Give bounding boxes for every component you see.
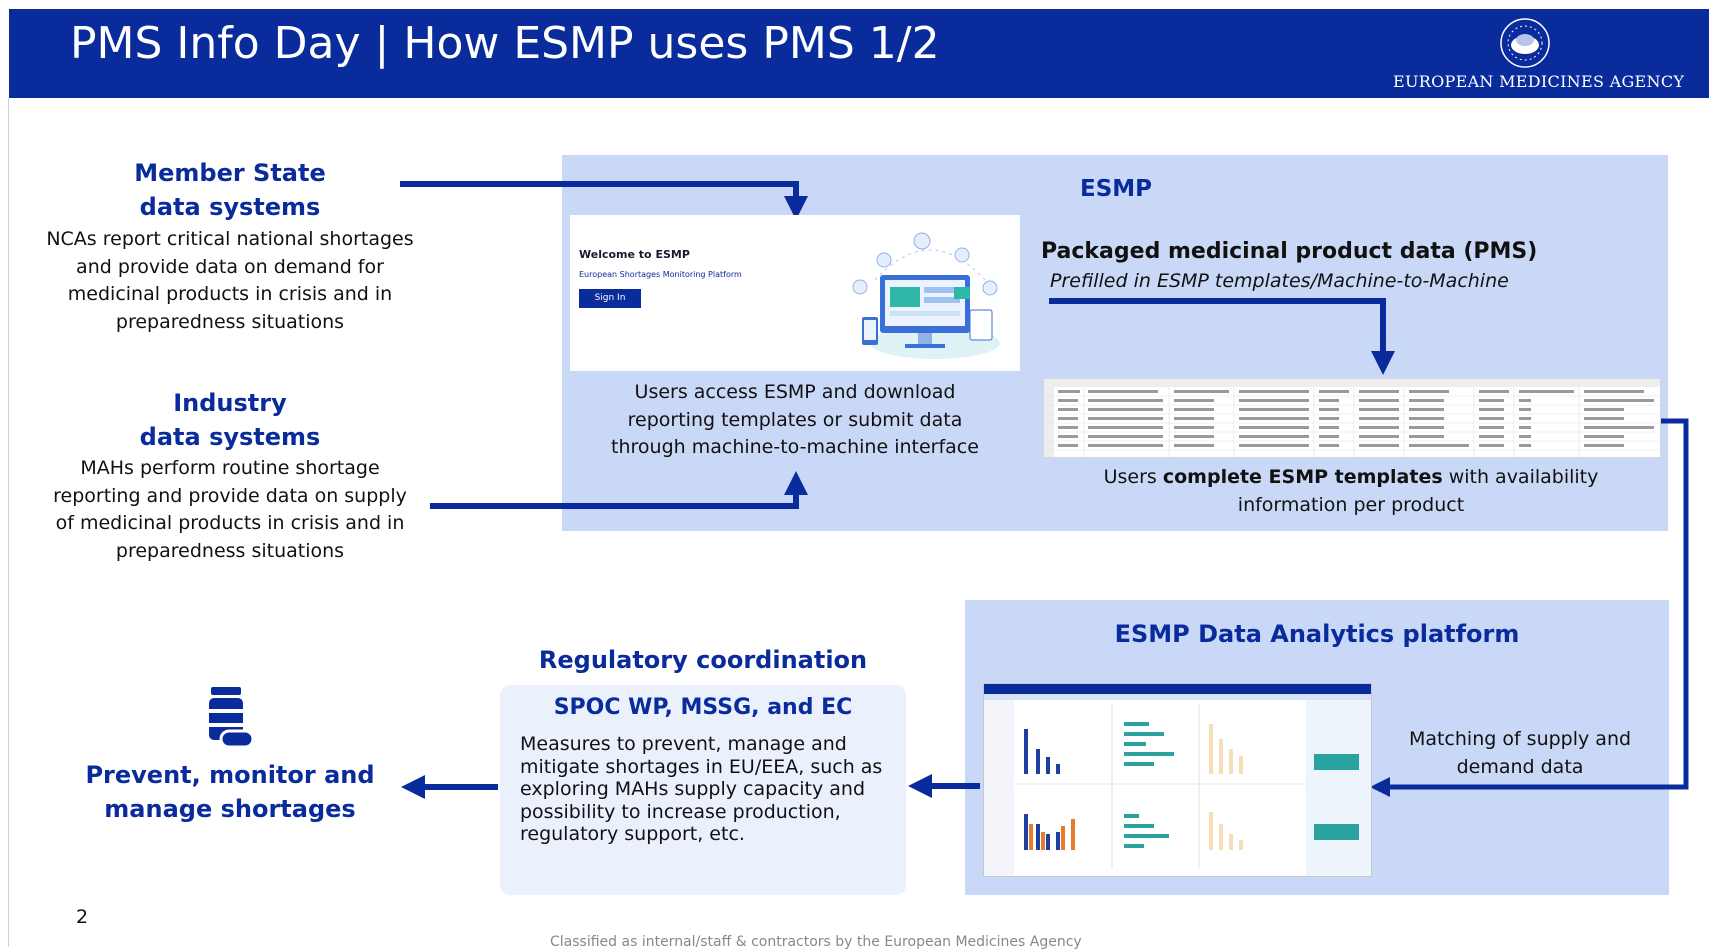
esmp-welcome-screenshot: Welcome to ESMP European Shortages Monit…	[570, 215, 1020, 371]
regulatory-title: Regulatory coordination	[538, 646, 868, 674]
text-line: Users access ESMP and download	[634, 381, 956, 403]
complete-templates-text: Users complete ESMP templates with avail…	[1043, 464, 1659, 519]
left-divider	[8, 98, 9, 947]
text-line: reporting and provide data on supply	[53, 484, 407, 507]
text-line: NCAs report critical national shortages	[46, 228, 414, 250]
header-bar	[9, 9, 1709, 98]
prevent-title: Prevent, monitor and manage shortages	[40, 758, 420, 826]
prevent-title-line1: Prevent, monitor and	[85, 761, 375, 789]
text-line: preparedness situations	[115, 310, 345, 333]
text-line: regulatory support, etc.	[520, 823, 745, 845]
welcome-title: Welcome to ESMP	[579, 248, 690, 261]
text-line: demand data	[1456, 755, 1584, 778]
esmp-label: ESMP	[1080, 176, 1153, 202]
analytics-title: ESMP Data Analytics platform	[1114, 620, 1520, 648]
industry-description: MAHs perform routine shortage reporting …	[30, 455, 430, 565]
industry-title: Industry data systems	[50, 386, 410, 454]
computer-illustration-icon	[852, 232, 1000, 359]
text-line: medicinal products in crisis and in	[67, 283, 393, 305]
arrow-pms-to-templates	[1049, 298, 1395, 375]
text-line: Measures to prevent, manage and	[520, 733, 847, 755]
users-access-text: Users access ESMP and download reporting…	[570, 379, 1020, 462]
industry-title-line2: data systems	[139, 423, 321, 451]
page-number: 2	[76, 906, 89, 928]
analytics-dashboard-screenshot	[983, 683, 1372, 877]
text-line: Matching of supply and	[1408, 728, 1632, 750]
text-line: exploring MAHs supply capacity and	[520, 778, 866, 800]
text-line: reporting templates or submit data	[627, 408, 963, 431]
pms-subtitle: Prefilled in ESMP templates/Machine-to-M…	[1050, 270, 1509, 292]
text-line: mitigate shortages in EU/EEA, such as	[520, 755, 883, 778]
arrow-industry-to-esmp	[430, 471, 808, 509]
text-span: with availability	[1442, 466, 1599, 488]
medicine-bottle-icon	[209, 687, 253, 749]
classification-notice: Classified as internal/staff & contracto…	[550, 934, 1082, 950]
text-line: through machine-to-machine interface	[611, 436, 979, 458]
text-line: MAHs perform routine shortage	[80, 457, 380, 479]
text-line: and provide data on demand for	[76, 255, 384, 278]
regulatory-subtitle: SPOC WP, MSSG, and EC	[553, 695, 853, 720]
member-state-description: NCAs report critical national shortages …	[30, 226, 430, 336]
text-line: information per product	[1237, 493, 1465, 516]
regulatory-description: Measures to prevent, manage and mitigate…	[520, 733, 910, 846]
member-state-title-line2: data systems	[139, 193, 321, 221]
prevent-title-line2: manage shortages	[104, 795, 356, 823]
text-span-bold: complete ESMP templates	[1162, 466, 1443, 488]
member-state-title: Member State data systems	[50, 156, 410, 224]
regulatory-panel	[500, 685, 906, 895]
text-line: possibility to increase production,	[520, 800, 841, 823]
slide-title: PMS Info Day | How ESMP uses PMS 1/2	[70, 18, 940, 69]
industry-title-line1: Industry	[173, 389, 287, 417]
member-state-title-line1: Member State	[134, 159, 326, 187]
arrow-templates-to-analytics	[1370, 418, 1689, 797]
text-line: Users complete ESMP templates with avail…	[1043, 464, 1659, 492]
text-line: of medicinal products in crisis and in	[55, 512, 405, 534]
matching-text: Matching of supply and demand data	[1385, 726, 1655, 781]
sign-in-button[interactable]: Sign In	[579, 289, 641, 308]
text-span: Users	[1103, 466, 1163, 488]
ema-logo-icon	[1500, 18, 1550, 68]
text-line: preparedness situations	[115, 539, 345, 562]
esmp-template-spreadsheet	[1043, 378, 1661, 458]
arrow-member-to-esmp	[400, 181, 808, 220]
welcome-subtitle: European Shortages Monitoring Platform	[579, 270, 742, 279]
pms-title: Packaged medicinal product data (PMS)	[1041, 239, 1538, 264]
agency-name: EUROPEAN MEDICINES AGENCY	[1393, 72, 1685, 91]
